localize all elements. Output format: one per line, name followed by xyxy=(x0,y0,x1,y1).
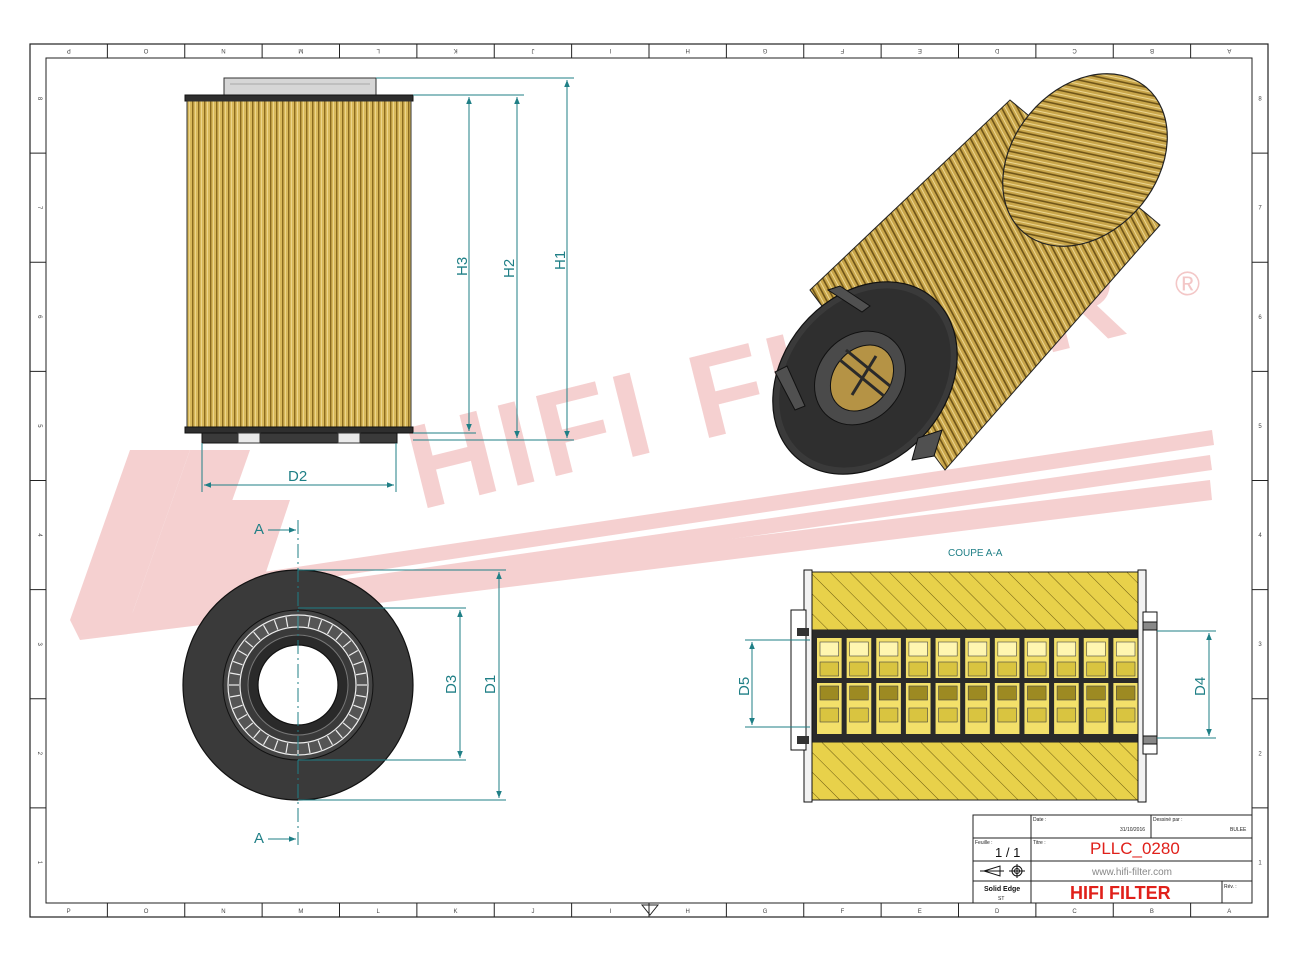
frame-bottom-zone-c: C xyxy=(1072,909,1077,915)
frame-left-zone-7: 7 xyxy=(36,206,42,210)
company-name: HIFI FILTER xyxy=(1070,883,1171,903)
sheet-value: 1 / 1 xyxy=(995,845,1020,860)
frame-top-zone-m: M xyxy=(298,47,303,53)
frame-right-zone-3: 3 xyxy=(1258,642,1262,648)
filter-media-pleats xyxy=(186,100,412,428)
front-view xyxy=(184,77,414,444)
seal-ribs xyxy=(229,616,367,754)
section-left-gasket xyxy=(790,609,807,751)
frame-bottom-zone-a: A xyxy=(1227,909,1231,915)
frame-top-zone-a: A xyxy=(1227,47,1231,53)
drawing-title: PLLC_0280 xyxy=(1090,839,1180,858)
section-upper-media xyxy=(809,571,1141,631)
sheet-label: Feuille : xyxy=(975,840,993,846)
frame-bottom-zone-d: D xyxy=(995,909,1000,915)
frame-top-zone-h: H xyxy=(686,47,690,53)
date-label: Date : xyxy=(1033,817,1046,823)
frame-bottom-zone-g: G xyxy=(763,909,768,915)
frame-bottom-zone-p: P xyxy=(67,909,71,915)
frame-bottom-zone-n: N xyxy=(221,909,225,915)
dim-d1-label: D1 xyxy=(482,675,499,694)
frame-right-zone-2: 2 xyxy=(1258,751,1262,757)
frame-top-zone-p: P xyxy=(67,47,71,53)
frame-ticks xyxy=(30,44,1268,917)
frame-top-zone-k: K xyxy=(454,47,458,53)
frame-bottom-zone-l: L xyxy=(377,909,381,915)
frame-right-zone-1: 1 xyxy=(1258,860,1262,866)
frame-top-zone-g: G xyxy=(762,47,767,53)
frame-bottom-zone-b: B xyxy=(1150,909,1154,915)
section-right-outlet xyxy=(1142,611,1158,755)
frame-right-zone-6: 6 xyxy=(1258,315,1262,321)
dim-h3-label: H3 xyxy=(454,257,471,276)
drawn-by-value: BULEE xyxy=(1230,827,1247,833)
frame-left-zone-6: 6 xyxy=(36,315,42,319)
frame-top-zone-j: J xyxy=(531,47,534,53)
front-view-dimensions xyxy=(201,77,574,492)
frame-right-zone-5: 5 xyxy=(1258,424,1262,430)
date-value: 31/10/2016 xyxy=(1120,827,1145,833)
frame-bottom-zone-e: E xyxy=(918,909,922,915)
section-a-top-label: A xyxy=(254,521,264,538)
dim-h2-label: H2 xyxy=(501,259,518,278)
software-label: Solid Edge xyxy=(984,886,1020,893)
software-sub: ST xyxy=(998,896,1004,902)
frame-bottom-zone-j: J xyxy=(531,909,534,915)
frame-top-zone-l: L xyxy=(376,47,380,53)
frame-zone-labels: A B C D E F G H I J K L M N O P P O N M L K J I H G F E D C B A 8 7 6 5 4 3 2 1… xyxy=(36,47,1262,916)
top-end-cap xyxy=(184,94,414,102)
center-tube-slots xyxy=(812,630,1138,742)
frame-left-zone-2: 2 xyxy=(36,752,42,756)
bottom-end-cap xyxy=(184,426,414,434)
drawn-by-label: Dessiné par : xyxy=(1153,817,1182,823)
dim-h1-label: H1 xyxy=(552,251,569,270)
section-dimensions xyxy=(745,630,1216,739)
bottom-gasket xyxy=(201,432,398,444)
frame-top-zone-n: N xyxy=(221,47,225,53)
frame-top-zone-b: B xyxy=(1150,47,1154,53)
registered-mark: ® xyxy=(1175,265,1200,303)
frame-top-zone-f: F xyxy=(840,47,844,53)
frame-bottom-zone-i: I xyxy=(609,909,611,915)
title-label: Titre : xyxy=(1033,840,1046,846)
end-view xyxy=(182,569,414,801)
frame-bottom-zone-h: H xyxy=(686,909,690,915)
revision-label: Rév. : xyxy=(1224,884,1237,890)
dim-d4-label: D4 xyxy=(1192,677,1209,696)
isometric-view xyxy=(772,73,1168,475)
frame-right-zone-8: 8 xyxy=(1258,97,1262,103)
frame-right-zone-4: 4 xyxy=(1258,533,1262,539)
section-lower-media xyxy=(809,741,1141,801)
frame-left-zone-3: 3 xyxy=(36,643,42,647)
frame-bottom-zone-f: F xyxy=(841,909,845,915)
iso-back-cap xyxy=(1002,73,1168,247)
frame-top-zone-c: C xyxy=(1072,47,1077,53)
website: www.hifi-filter.com xyxy=(1091,867,1172,878)
dim-d3-label: D3 xyxy=(443,675,460,694)
section-line-a xyxy=(268,520,299,845)
frame-left-zone-5: 5 xyxy=(36,424,42,428)
frame-left-zone-4: 4 xyxy=(36,533,42,537)
frame-top-zone-o: O xyxy=(143,47,148,53)
frame-right-zone-7: 7 xyxy=(1258,206,1262,212)
centering-mark-icon xyxy=(640,904,660,916)
dim-d2-label: D2 xyxy=(288,468,307,485)
section-a-bottom-label: A xyxy=(254,830,264,847)
section-view xyxy=(790,569,1158,803)
dim-d5-label: D5 xyxy=(736,677,753,696)
frame-left-zone-8: 8 xyxy=(36,97,42,101)
frame-top-zone-i: I xyxy=(609,47,611,53)
projection-symbol-icon xyxy=(980,864,1025,878)
top-outlet-stub xyxy=(223,77,377,97)
frame-top-zone-d: D xyxy=(994,47,999,53)
frame-top-zone-e: E xyxy=(918,47,922,53)
title-block: Date : 31/10/2016 Dessiné par : BULEE Fe… xyxy=(972,814,1253,904)
end-view-dimensions xyxy=(298,569,506,801)
frame-bottom-zone-m: M xyxy=(298,909,303,915)
frame-left-zone-1: 1 xyxy=(36,861,42,865)
section-title: COUPE A-A xyxy=(948,548,1003,559)
frame-bottom-zone-k: K xyxy=(454,909,458,915)
frame-bottom-zone-o: O xyxy=(144,909,149,915)
